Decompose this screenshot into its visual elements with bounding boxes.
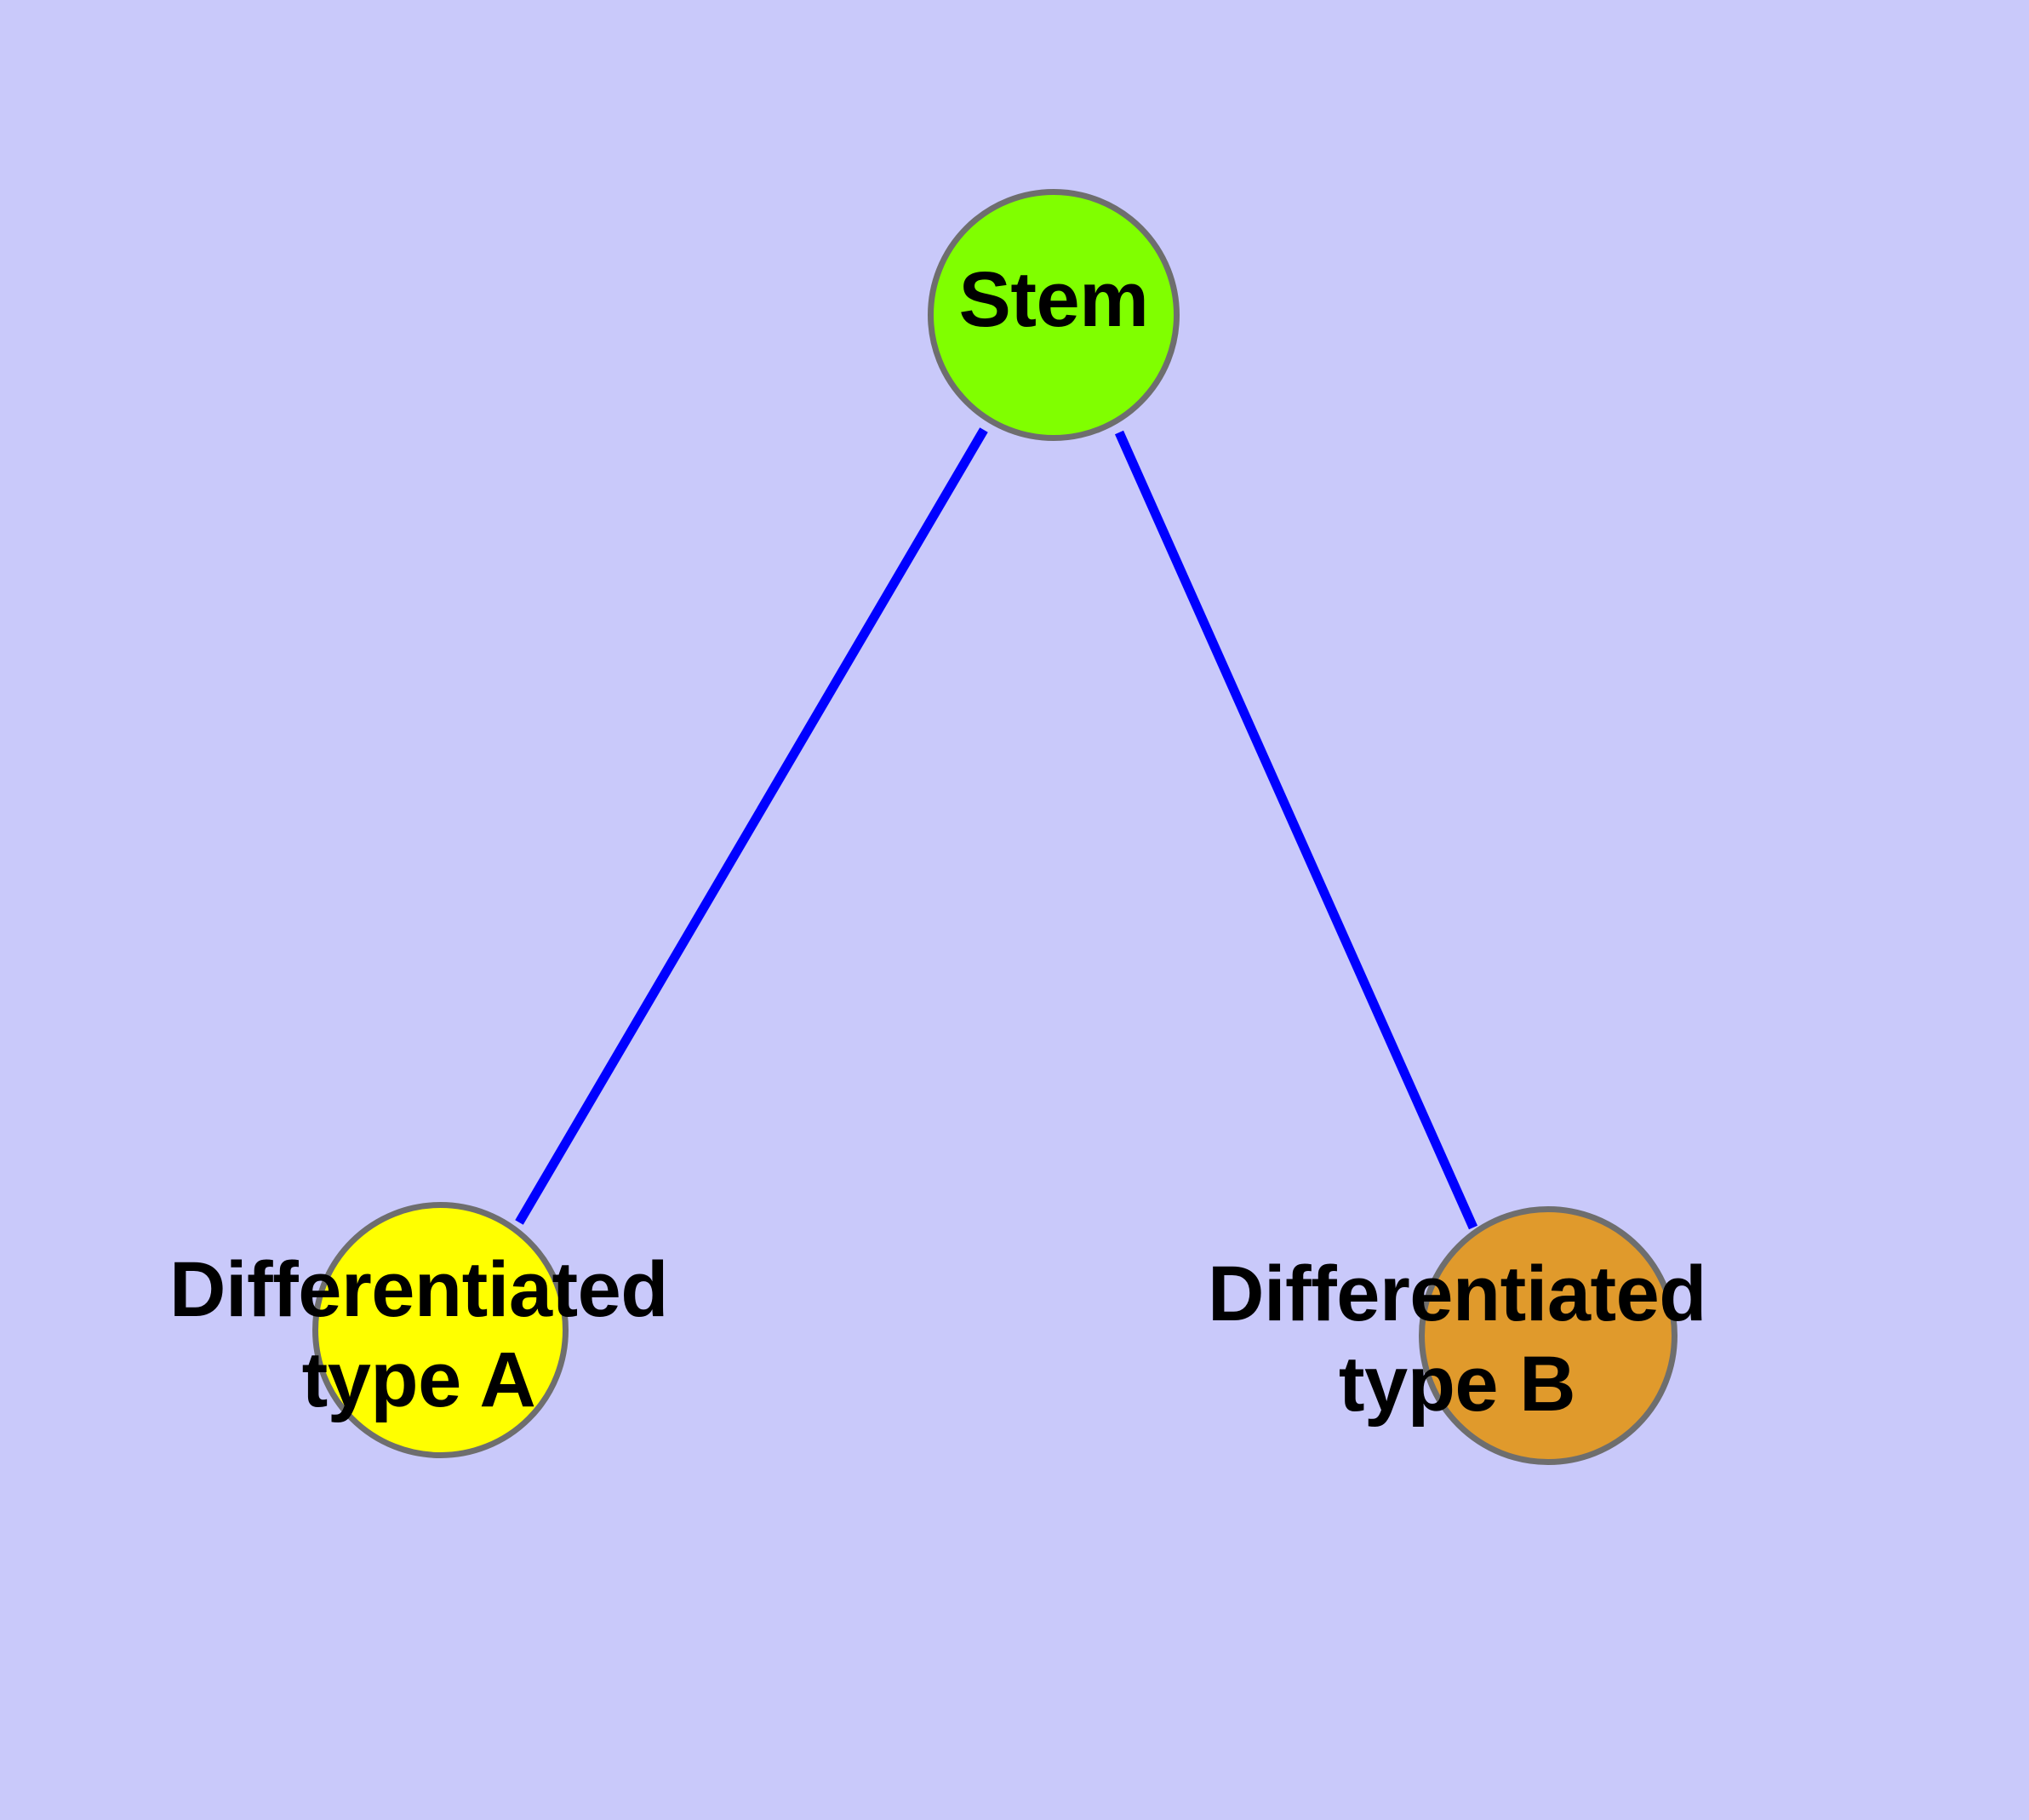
node-label-differentiated-type-a: Differentiated type A <box>169 1246 668 1423</box>
node-differentiated-type-a[interactable] <box>312 1202 569 1458</box>
edge-stem-to-diff-a <box>515 427 988 1225</box>
node-differentiated-type-b[interactable] <box>1419 1206 1677 1465</box>
node-label-differentiated-type-b: Differentiated type B <box>1208 1251 1706 1428</box>
node-label-stem: Stem <box>958 256 1149 343</box>
node-stem[interactable] <box>928 189 1180 441</box>
edge-stem-to-diff-b <box>1114 430 1478 1230</box>
